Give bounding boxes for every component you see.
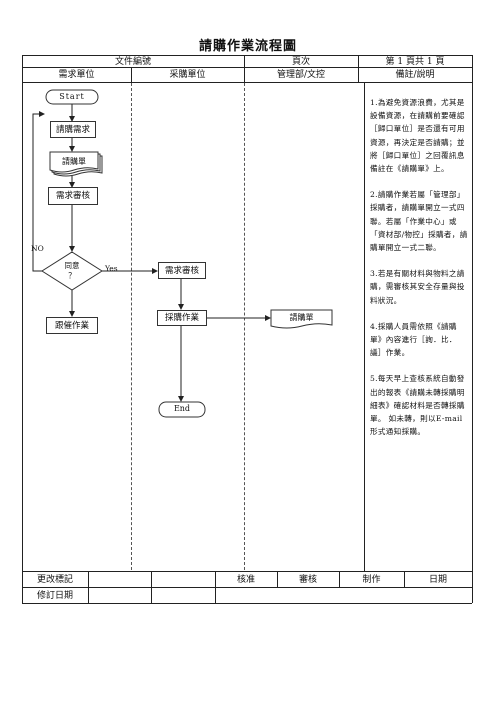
header-vline-col1: [131, 67, 132, 82]
change-mark-label: 更改標記: [36, 575, 73, 585]
header-vline-right: [358, 55, 359, 82]
requisition-doc-label: 請購單: [62, 157, 86, 166]
note-5: 5.每天早上查核系統自動發出的報表《請購未轉採購明細表》確認材料是否轉採購單。 …: [370, 374, 465, 437]
header-divider-2: [22, 82, 472, 83]
note-4: 4.採購人員需依照《請購單》內容進行［詢．比．議］作業。: [370, 321, 457, 358]
notes-column-border: [364, 82, 365, 571]
start-label: Start: [59, 92, 85, 101]
table-bottom-border: [22, 603, 472, 604]
end-label: End: [173, 404, 191, 413]
requisition-document-shape-2: [270, 309, 333, 329]
footer-vline-2: [151, 571, 152, 603]
table-top-border: [22, 55, 472, 56]
decision-label: 同意 ？: [64, 261, 80, 280]
request-step: 請購需求: [50, 121, 96, 138]
footer-divider: [22, 587, 472, 588]
note-3: 3.若是有關材料與物料之請購，需審核其安全存量與投料狀況。: [370, 269, 465, 305]
purchase-op-step: 採購作業: [157, 310, 207, 326]
demand-review-step: 需求審核: [48, 187, 98, 205]
note-1: 1.為避免資源浪費，尤其是設備資源，在請購前要確認［歸口單位］是否還有可用資源，…: [370, 98, 465, 174]
header-vline-mid: [244, 55, 245, 82]
page-title: 請購作業流程圖: [198, 39, 297, 54]
note-2: 2.請購作業若屬「管理部」採購者，請購單開立一式四聯。若屬「作業中心」或「資材部…: [370, 190, 468, 253]
no-label: NO: [31, 244, 44, 253]
footer-vline-3: [215, 571, 216, 603]
footer-vline-6: [404, 571, 405, 587]
prepare-label: 制作: [362, 575, 381, 585]
requisition-doc-label-2: 請購單: [289, 313, 314, 322]
body-bottom-border: [22, 571, 472, 572]
footer-vline-1: [88, 571, 89, 603]
table-left-border: [22, 55, 23, 603]
revision-date-label: 修訂日期: [36, 591, 73, 601]
notes-column: 1.為避免資源浪費，尤其是設備資源，在請購前要確認［歸口單位］是否還有可用資源，…: [370, 96, 468, 451]
col-header-purchasing: 采購單位: [169, 70, 206, 80]
purchase-review-step: 需求審核: [158, 262, 206, 279]
table-right-border: [472, 55, 473, 603]
footer-vline-4: [277, 571, 278, 587]
col-header-notes: 備註/說明: [395, 70, 435, 80]
yes-label: Yes: [105, 264, 118, 273]
header-divider-1: [22, 67, 472, 68]
requisition-document-shape: [49, 151, 103, 177]
approve-label: 核准: [236, 575, 255, 585]
col-header-requester: 需求單位: [58, 70, 95, 80]
lane-divider-2: [244, 83, 245, 570]
lane-divider-1: [131, 83, 132, 570]
end-terminator: [158, 401, 206, 418]
date-label: 日期: [428, 575, 447, 585]
col-header-admin: 管理部/文控: [276, 70, 326, 80]
doc-no-label: 文件編號: [114, 57, 151, 67]
page-value: 第 1 頁共 1 頁: [385, 57, 445, 67]
follow-up-step: 跟催作業: [46, 317, 98, 334]
page-label: 頁次: [291, 57, 310, 67]
review-label: 審核: [298, 575, 317, 585]
footer-vline-5: [339, 571, 340, 587]
